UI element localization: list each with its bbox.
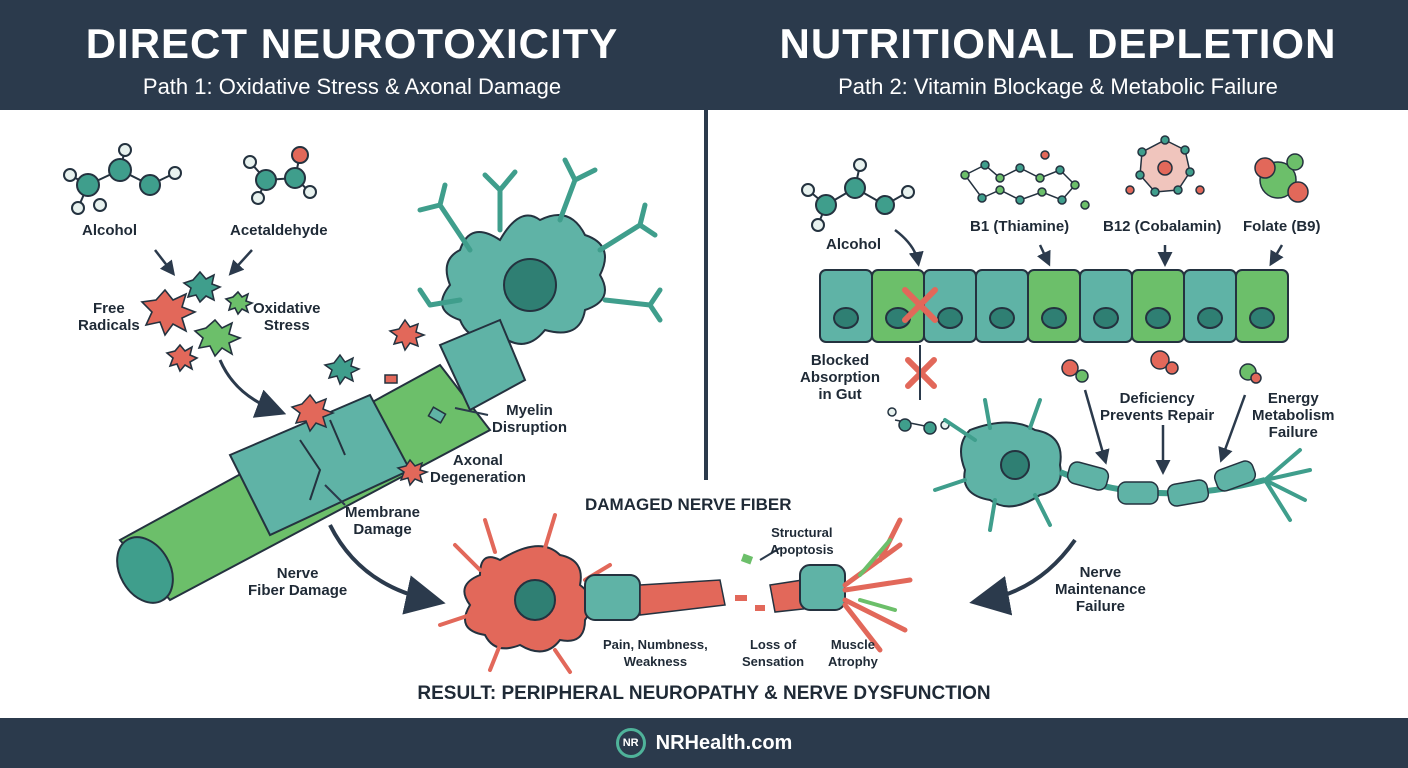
label-acetaldehyde: Acetaldehyde xyxy=(230,222,328,239)
label-alcohol-left: Alcohol xyxy=(82,222,137,239)
damaged-fiber-title: DAMAGED NERVE FIBER xyxy=(585,495,792,514)
label-loss-sensation: Loss of Sensation xyxy=(742,637,805,669)
damaged-nerve-fiber-icon xyxy=(438,513,913,674)
label-deficiency: Deficiency Prevents Repair xyxy=(1100,390,1215,424)
label-structural-apoptosis: Structural Apoptosis xyxy=(770,525,834,557)
label-blocked-absorption: Blocked Absorption in Gut xyxy=(800,352,880,403)
illustration xyxy=(63,135,1312,674)
alcohol-molecule-icon xyxy=(63,143,182,215)
right-subtitle: Path 2: Vitamin Blockage & Metabolic Fai… xyxy=(838,74,1278,99)
right-neuron-icon xyxy=(933,398,1312,532)
label-axonal-degeneration: Axonal Degeneration xyxy=(430,452,526,486)
label-pain-numbness: Pain, Numbness, Weakness xyxy=(603,637,708,669)
small-molecule-icon xyxy=(887,350,1262,435)
folate-molecule-icon xyxy=(1254,153,1309,203)
panel-divider xyxy=(704,0,708,480)
label-b12: B12 (Cobalamin) xyxy=(1103,218,1222,235)
neuron-body-icon xyxy=(417,157,663,345)
label-folate: Folate (B9) xyxy=(1243,218,1321,235)
label-energy-metabolism: Energy Metabolism Failure xyxy=(1252,390,1335,441)
label-free-radicals: Free Radicals xyxy=(78,300,140,334)
left-header: DIRECT NEUROTOXICITY Path 1: Oxidative S… xyxy=(0,0,704,110)
label-myelin-disruption: Myelin Disruption xyxy=(492,402,567,436)
result-statement: RESULT: PERIPHERAL NEUROPATHY & NERVE DY… xyxy=(417,683,991,704)
right-header: NUTRITIONAL DEPLETION Path 2: Vitamin Bl… xyxy=(708,0,1408,110)
alcohol-molecule-right-icon xyxy=(801,158,915,232)
label-maintenance-failure: Nerve Maintenance Failure xyxy=(1055,564,1146,615)
thiamine-molecule-icon xyxy=(960,150,1090,210)
gut-lining-icon xyxy=(819,269,1289,343)
free-radical-icon xyxy=(140,270,255,373)
acetaldehyde-molecule-icon xyxy=(243,146,317,205)
right-title: NUTRITIONAL DEPLETION xyxy=(779,20,1337,67)
footer: NR NRHealth.com xyxy=(0,718,1408,768)
cobalamin-molecule-icon xyxy=(1125,135,1205,197)
left-subtitle: Path 1: Oxidative Stress & Axonal Damage xyxy=(142,74,562,99)
label-nerve-fiber-damage: Nerve Fiber Damage xyxy=(248,565,348,599)
label-b1: B1 (Thiamine) xyxy=(970,218,1070,235)
left-title: DIRECT NEUROTOXICITY xyxy=(85,20,619,67)
label-muscle-atrophy: Muscle Atrophy xyxy=(828,637,878,669)
label-alcohol-right: Alcohol xyxy=(826,236,881,253)
footer-brand-link[interactable]: NRHealth.com xyxy=(655,731,793,754)
label-membrane-damage: Membrane Damage xyxy=(345,504,421,538)
debris-icon xyxy=(290,318,447,487)
label-oxidative-stress: Oxidative Stress xyxy=(253,300,321,334)
nrhealth-logo-icon: NR xyxy=(615,728,646,758)
